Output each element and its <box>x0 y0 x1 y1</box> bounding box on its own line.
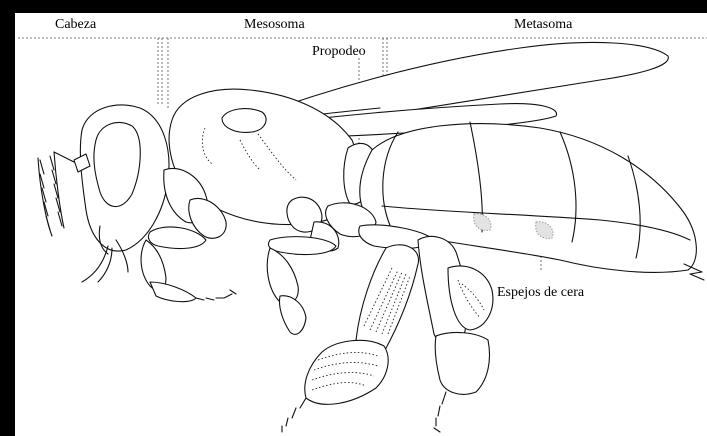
hind-femur <box>356 245 419 356</box>
hind-tarsus-right <box>434 392 446 432</box>
diagram-canvas: Cabeza Mesosoma Metasoma Propodeo Espejo… <box>15 13 707 436</box>
antenna-segments-2 <box>50 156 62 226</box>
front-tarsus <box>150 282 196 302</box>
hind-basitarsus-right <box>435 333 489 395</box>
hind-tibia <box>305 340 388 404</box>
label-metasoma: Metasoma <box>514 17 573 32</box>
middle-basitarsus <box>279 296 306 335</box>
front-claws <box>196 290 236 300</box>
hind-leg-right <box>418 236 493 432</box>
label-espejos-de-cera: Espejos de cera <box>497 285 585 300</box>
antenna <box>38 152 90 236</box>
mouthparts <box>82 246 112 282</box>
antenna-segments-1 <box>40 160 50 230</box>
label-propodeo: Propodeo <box>312 44 366 59</box>
label-mesosoma: Mesosoma <box>244 17 305 32</box>
label-cabeza: Cabeza <box>55 17 97 32</box>
antenna-pedicel <box>54 152 74 162</box>
hind-tarsus-1 <box>282 398 306 432</box>
antenna-flagellum <box>38 152 64 236</box>
bee-anatomy-diagram: Cabeza Mesosoma Metasoma Propodeo Espejo… <box>15 13 707 436</box>
tegula <box>222 109 266 133</box>
